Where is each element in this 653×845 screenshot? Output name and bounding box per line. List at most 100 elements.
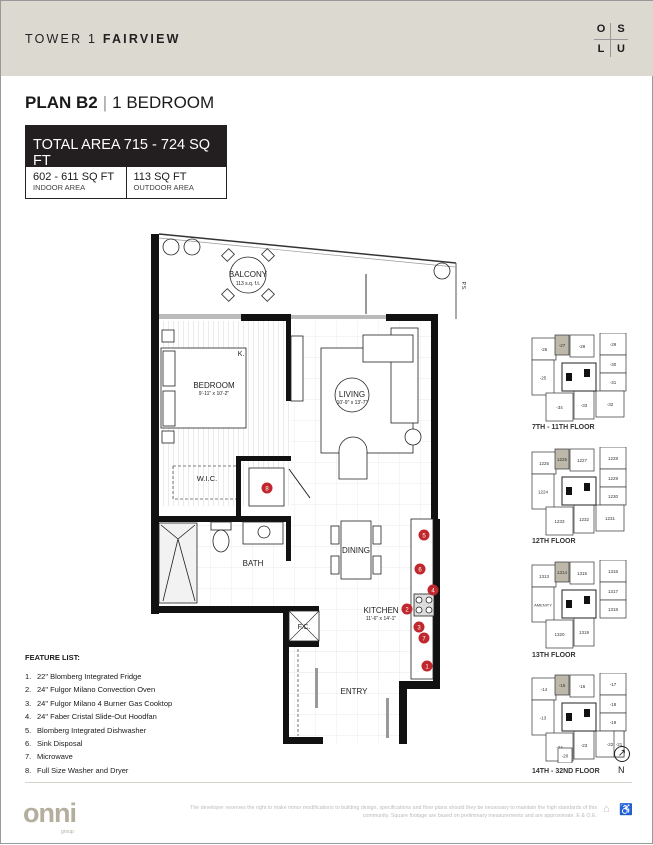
marker-5 — [418, 529, 430, 541]
svg-text:-25: -25 — [540, 376, 547, 381]
svg-text:5: 5 — [422, 534, 426, 540]
key-plan-unit — [569, 448, 595, 472]
svg-text:7: 7 — [422, 637, 426, 643]
plant-icon — [162, 238, 451, 280]
svg-text:-17: -17 — [610, 682, 617, 687]
svg-text:-23: -23 — [581, 743, 588, 748]
north-arrow-icon: ↗ — [614, 746, 630, 762]
svg-text:-30: -30 — [610, 362, 617, 367]
svg-text:1231: 1231 — [605, 516, 616, 521]
svg-text:-18: -18 — [610, 702, 617, 707]
key-plan-unit — [599, 599, 627, 619]
equal-housing-icon: ⌂ — [603, 803, 610, 815]
svg-text:9'-11" x 10'-2": 9'-11" x 10'-2" — [199, 391, 230, 397]
svg-text:1315: 1315 — [577, 571, 588, 576]
accessibility-icon: ♿ — [619, 804, 633, 816]
room-dining: DINING — [342, 546, 370, 555]
svg-text:-34: -34 — [556, 405, 563, 410]
key-plan-unit — [595, 504, 625, 532]
feature-item: 5.Blomberg Integrated Dishwasher — [25, 725, 147, 735]
svg-text:1318: 1318 — [608, 607, 619, 612]
key-plan-unit — [545, 619, 574, 649]
key-plan-unit — [595, 390, 625, 418]
feature-item: 6.Sink Disposal — [25, 738, 83, 748]
svg-text:10'-9" x 13'-7": 10'-9" x 13'-7" — [337, 400, 368, 406]
room-living: LIVING — [339, 390, 365, 399]
svg-text:K.: K. — [238, 351, 245, 358]
svg-text:AMENITY: AMENITY — [534, 603, 552, 608]
svg-text:-31: -31 — [610, 380, 617, 385]
key-plan-unit — [545, 392, 574, 422]
marker-4 — [427, 584, 439, 596]
svg-text:-33: -33 — [581, 403, 588, 408]
key-plan-unit — [569, 334, 595, 358]
svg-text:6: 6 — [418, 568, 422, 574]
room-fc: F.C. — [298, 624, 311, 631]
balcony-table — [221, 248, 275, 302]
svg-text:4: 4 — [431, 589, 435, 595]
room-bedroom: BEDROOM — [193, 381, 235, 390]
area-box: TOTAL AREA 715 - 724 SQ FT 602 - 611 SQ … — [25, 125, 227, 199]
key-plan-unit — [554, 561, 570, 583]
marker-7 — [418, 632, 430, 644]
key-plan: -26 -27 -28 -29 -25 -30 -31 -34 -33 -32 — [531, 333, 627, 422]
key-plan-unit — [531, 586, 555, 623]
svg-text:3: 3 — [417, 626, 421, 632]
feature-item: 7.Microwave — [25, 752, 73, 762]
svg-text:1319: 1319 — [579, 630, 590, 635]
key-plan-unit — [569, 561, 595, 585]
svg-text:2: 2 — [405, 608, 409, 614]
svg-text:-13: -13 — [540, 716, 547, 721]
svg-text:1230: 1230 — [608, 494, 619, 499]
room-wic: W.I.C. — [197, 474, 217, 483]
feature-item: 3.24" Fulgor Milano 4 Burner Gas Cooktop — [25, 698, 173, 708]
key-plan-unit — [557, 747, 573, 763]
svg-text:-16: -16 — [579, 684, 586, 689]
svg-text:-27: -27 — [559, 343, 566, 348]
key-plan: -14-15-16-17-13-18-19-24-23-22-21-20 — [531, 673, 627, 763]
header-banner: TOWER 1 FAIRVIEW O S L U — [1, 1, 653, 76]
svg-text:1225: 1225 — [539, 461, 550, 466]
key-plan-label: 12TH FLOOR — [532, 538, 576, 545]
svg-text:P.S.: P.S. — [460, 282, 466, 291]
key-plan-unit — [554, 448, 570, 470]
room-bath: BATH — [243, 559, 264, 568]
disclaimer: The developer reserves the right to make… — [190, 805, 597, 819]
marker-2 — [401, 603, 413, 615]
svg-text:1320: 1320 — [554, 632, 565, 637]
svg-text:1228: 1228 — [608, 456, 619, 461]
feature-item: 2.24" Fulgor Milano Convection Oven — [25, 685, 156, 695]
key-plan-label: 7TH - 11TH FLOOR — [532, 424, 595, 431]
svg-text:1317: 1317 — [608, 589, 619, 594]
feature-item: 4.24" Faber Cristal Slide-Out Hoodfan — [25, 712, 157, 722]
oslu-logo: O S L U — [591, 21, 631, 57]
key-plan-unit — [531, 473, 555, 510]
svg-text:1314: 1314 — [557, 570, 568, 575]
svg-text:-32: -32 — [607, 402, 614, 407]
key-plan-unit — [531, 699, 555, 736]
svg-text:-26: -26 — [541, 347, 548, 352]
svg-text:-15: -15 — [559, 683, 566, 688]
svg-text:1232: 1232 — [579, 517, 590, 522]
svg-text:-29: -29 — [610, 342, 617, 347]
svg-text:11'-6" x 14'-1": 11'-6" x 14'-1" — [366, 616, 397, 622]
key-plan-unit — [545, 506, 574, 536]
marker-8 — [261, 482, 273, 494]
svg-text:-19: -19 — [610, 720, 617, 725]
svg-text:1229: 1229 — [608, 476, 619, 481]
svg-text:1227: 1227 — [577, 458, 588, 463]
svg-text:1233: 1233 — [554, 519, 565, 524]
divider — [25, 782, 632, 783]
svg-text:-28: -28 — [579, 344, 586, 349]
feature-item: 1.22" Blomberg Integrated Fridge — [25, 672, 142, 681]
key-plan-label: 13TH FLOOR — [532, 652, 576, 659]
room-kitchen: KITCHEN — [363, 606, 398, 615]
plan-title: PLAN B2|1 BEDROOM — [25, 93, 215, 112]
svg-text:-22: -22 — [607, 742, 614, 747]
svg-text:1224: 1224 — [538, 490, 549, 495]
svg-text:1313: 1313 — [539, 574, 550, 579]
